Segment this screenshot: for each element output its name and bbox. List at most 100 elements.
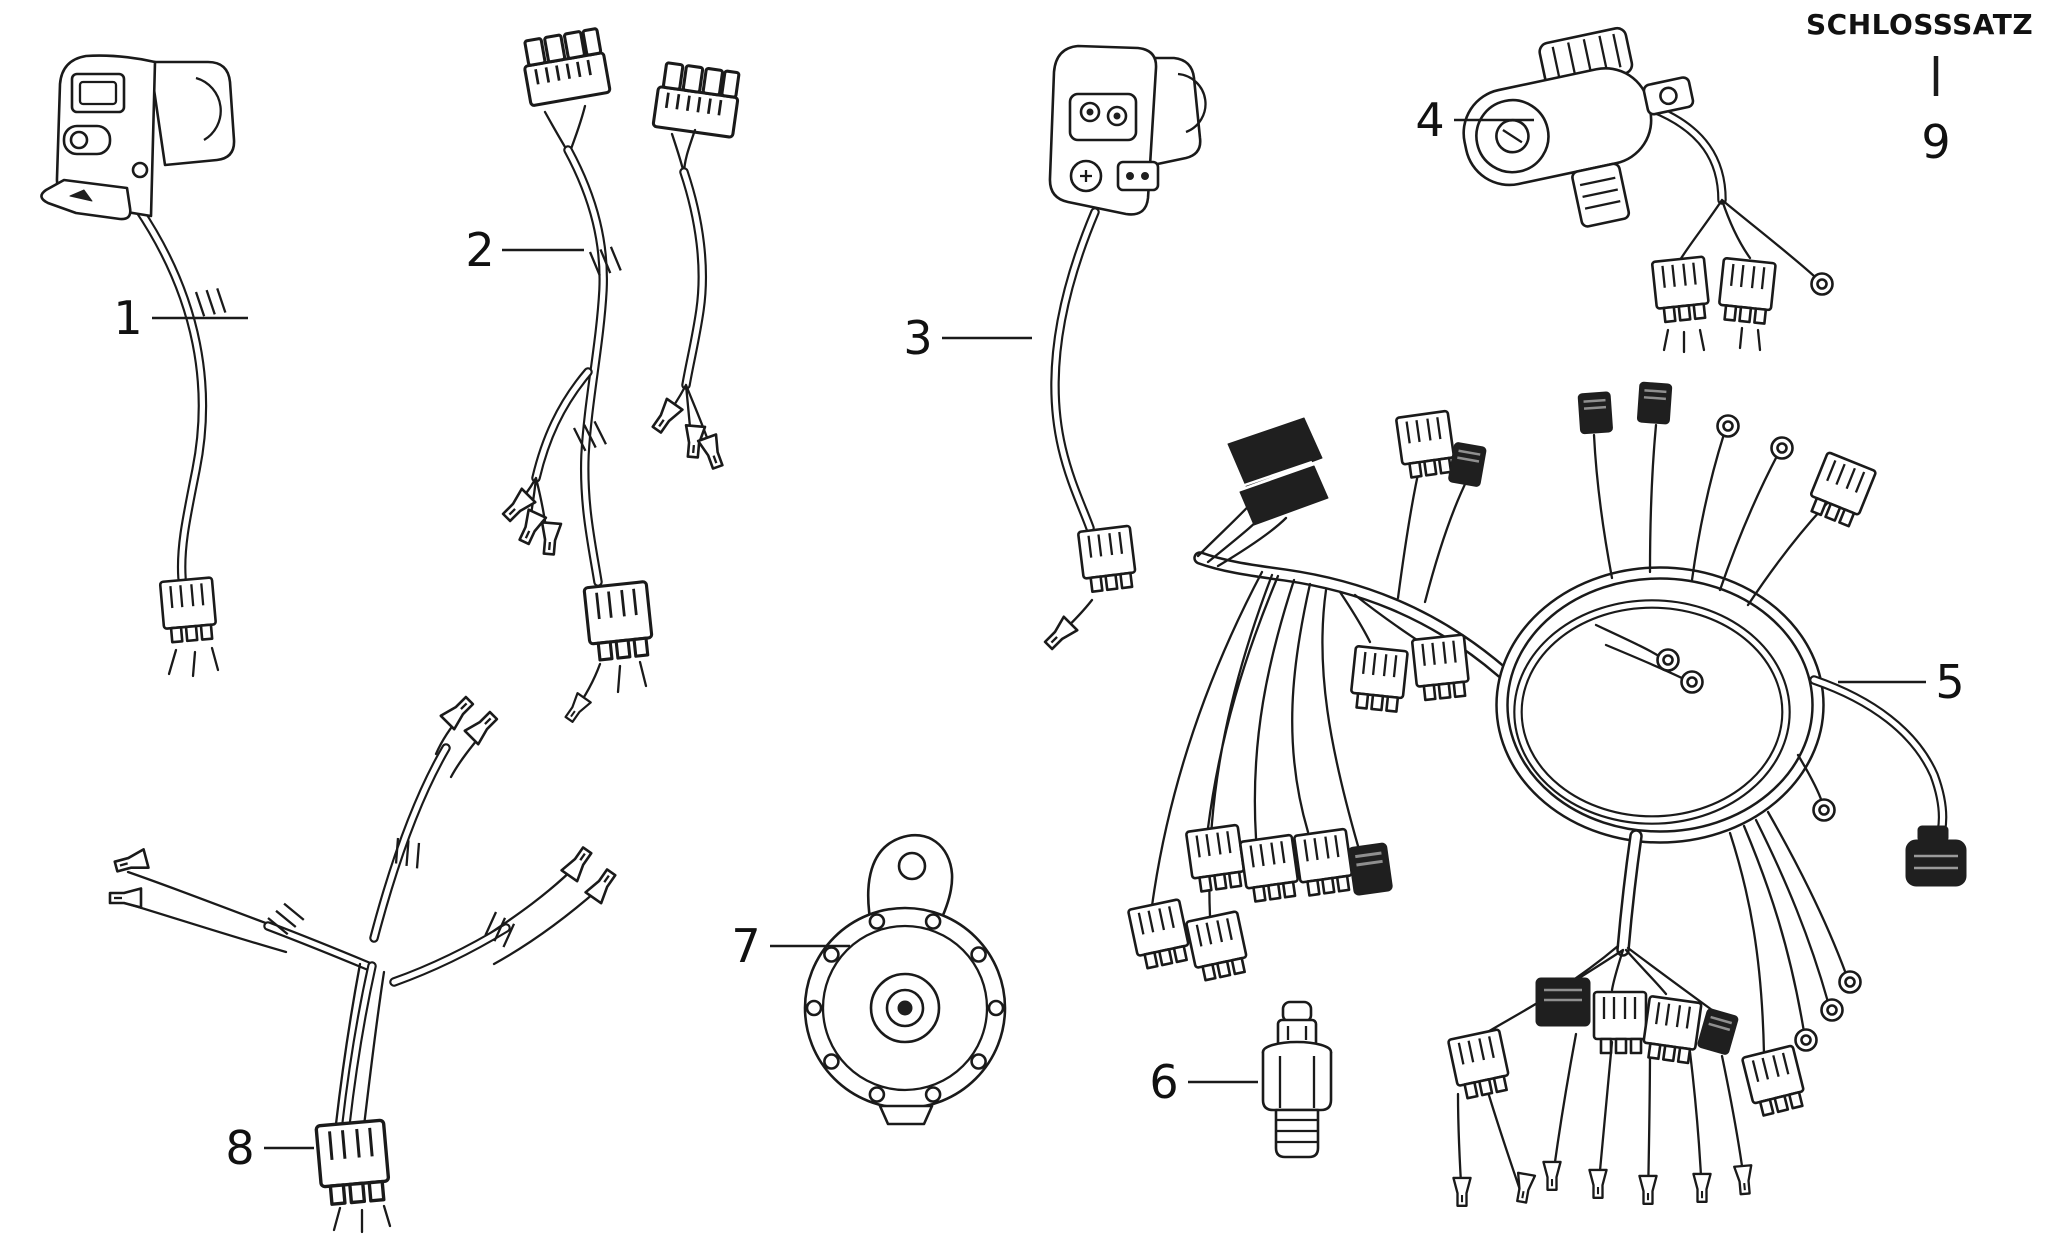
ring-terminal: [1838, 970, 1862, 994]
callout-9: SCHLOSSSATZ 9: [1806, 8, 2033, 169]
terminal: [647, 397, 684, 437]
ring-terminal: [1820, 998, 1844, 1022]
part4-connector: [1650, 255, 1712, 324]
ring-terminal: [1812, 798, 1836, 822]
terminal: [696, 433, 728, 472]
harness-dangling-wires: [1456, 1032, 1747, 1202]
callout-3: 3: [903, 311, 1032, 365]
callout-8: 8: [225, 1121, 314, 1175]
part-7-horn: [803, 833, 1007, 1126]
terminal: [463, 707, 502, 746]
ring-terminal: [1794, 1028, 1818, 1052]
connector: [1184, 823, 1248, 894]
terminal: [1452, 1176, 1472, 1207]
terminal: [1588, 1168, 1608, 1199]
part-label-2: 2: [465, 223, 494, 277]
part4-branch-wires: [1678, 198, 1816, 278]
connector: [1446, 440, 1488, 489]
part8-top-cable: [369, 743, 451, 943]
sensor-icon: [1261, 1000, 1333, 1159]
terminal: [1542, 1160, 1562, 1191]
part-label-6: 6: [1149, 1055, 1178, 1109]
part-label-8: 8: [225, 1121, 254, 1175]
connector: [1592, 990, 1648, 1055]
lock-set-title: SCHLOSSSATZ: [1806, 8, 2033, 41]
horn-icon: [803, 833, 1007, 1126]
part2-lead-wires: [543, 104, 697, 176]
connector: [1348, 644, 1410, 714]
ignition-lock-body-icon: [1462, 26, 1695, 228]
harness-wires-lower-left: [1150, 570, 1360, 918]
connector: [1394, 409, 1458, 480]
part8-connector-leads: [332, 1204, 392, 1234]
ring-terminal: [1656, 648, 1680, 672]
terminal: [514, 508, 548, 548]
switch-housing-right-icon: [1048, 44, 1207, 216]
harness-big-black-connector: [1227, 417, 1329, 526]
part2-connector-b: [651, 60, 743, 139]
callout-5: 5: [1838, 655, 1965, 709]
harness-right-branch: [1809, 675, 1948, 848]
connector: [1238, 833, 1302, 904]
terminal: [538, 520, 563, 557]
part-label-1: 1: [113, 291, 142, 345]
part8-left-leads: [120, 870, 292, 954]
part-label-4: 4: [1415, 93, 1444, 147]
callout-2: 2: [465, 223, 584, 277]
part-8-sub-harness: [108, 692, 621, 1234]
part-label-9: 9: [1921, 115, 1950, 169]
harness-wires-top-mid: [1396, 463, 1470, 604]
ring-terminal: [1770, 436, 1794, 460]
harness-bottom-cluster-wires: [1476, 944, 1714, 1040]
connector: [1640, 994, 1703, 1065]
callout-4: 4: [1415, 93, 1534, 147]
callouts: 1 2 3 4 5 6 7 8 SCHLOSS: [113, 8, 2033, 1175]
part4-connector: [1716, 256, 1778, 326]
part8-trunk-wires: [334, 962, 386, 1128]
part-label-7: 7: [731, 919, 760, 973]
part1-connector: [158, 576, 219, 645]
part-6-sensor-switch: [1261, 1000, 1333, 1159]
connector: [1576, 390, 1614, 436]
part-3-handlebar-switch-right: [1040, 44, 1207, 654]
part-2-switch-harness: [498, 26, 743, 726]
ring-terminal: [1810, 272, 1834, 296]
harness-capped-connector: [1905, 825, 1967, 887]
part-1-handlebar-switch-left: [40, 54, 236, 678]
connector: [1446, 1027, 1513, 1101]
connector: [1410, 633, 1472, 702]
part-label-5: 5: [1935, 655, 1964, 709]
connector: [1184, 909, 1251, 983]
connector: [1695, 1006, 1741, 1057]
part8-right-leads: [484, 862, 604, 966]
part2-connector-a: [518, 26, 612, 108]
part4-connector-leads: [1662, 326, 1762, 354]
switch-housing-left-icon: [40, 54, 236, 221]
callout-7: 7: [731, 919, 850, 973]
connector: [1635, 380, 1674, 426]
ring-terminal: [1680, 670, 1704, 694]
tape-mark: [264, 898, 308, 940]
harness-wires-bottom-right: [1728, 810, 1848, 1056]
ring-terminal: [1716, 414, 1740, 438]
connector: [1346, 841, 1395, 898]
terminal: [112, 848, 150, 877]
part3-connector: [1076, 524, 1139, 594]
connector: [1292, 827, 1356, 898]
tape-mark: [190, 283, 232, 322]
part2-main-connector: [582, 579, 656, 663]
part-label-3: 3: [903, 311, 932, 365]
harness-wires-top-right: [1592, 423, 1840, 607]
terminal: [1638, 1174, 1658, 1205]
part8-connector: [314, 1118, 392, 1207]
part-5-main-harness: [1126, 380, 1967, 1207]
callout-1: 1: [113, 291, 248, 345]
terminal: [439, 692, 478, 731]
part1-connector-leads: [167, 646, 220, 678]
terminal: [584, 865, 621, 905]
terminal: [1692, 1172, 1712, 1203]
callout-6: 6: [1149, 1055, 1258, 1109]
connector: [1740, 1044, 1809, 1119]
